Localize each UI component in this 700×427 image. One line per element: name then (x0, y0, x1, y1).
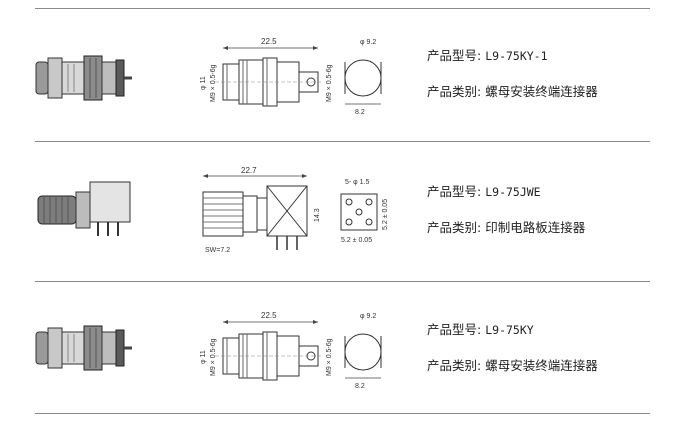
model-value-3: L9-75KY (485, 323, 534, 337)
product-info-3: 产品型号:L9-75KY 产品类别:螺母安装终端连接器 (427, 322, 598, 374)
product-photo-1 (28, 38, 138, 118)
product-row-2: 22.7 SW=7.2 14.3 5- φ 1.5 (0, 144, 700, 274)
technical-drawing-1: 22.5 φ 11 M9 × 0.5-6g M9 × 0.5-6g φ 9.2 (195, 32, 390, 127)
product-photo-3 (28, 308, 138, 388)
model-line-1: 产品型号:L9-75KY-1 (427, 48, 598, 64)
dim-thread-left-3: M9 × 0.5-6g (210, 338, 217, 376)
dim-thread-right-1: M9 × 0.5-6g (326, 64, 333, 102)
model-value-2: L9-75JWE (485, 185, 541, 199)
dim-dia-body-1: φ 11 (200, 76, 207, 90)
category-label-2: 产品类别: (427, 220, 482, 235)
dim-sw-2: SW=7.2 (205, 247, 230, 254)
technical-drawing-2: 22.7 SW=7.2 14.3 5- φ 1.5 (195, 164, 390, 259)
dim-pins-2: 5- φ 1.5 (345, 179, 369, 186)
divider-bottom (35, 413, 650, 414)
model-label-2: 产品型号: (427, 184, 482, 199)
category-line-2: 产品类别:印制电路板连接器 (427, 220, 585, 236)
divider-1 (35, 141, 650, 142)
model-value-1: L9-75KY-1 (485, 49, 548, 63)
dim-length-3: 22.5 (261, 311, 277, 320)
category-value-3: 螺母安装终端连接器 (485, 358, 598, 373)
model-label-1: 产品型号: (427, 48, 482, 63)
dim-thread-right-3: M9 × 0.5-6g (326, 338, 333, 376)
model-label-3: 产品型号: (427, 322, 482, 337)
product-row-3: 22.5 φ 11 M9 × 0.5-6g M9 × 0.5-6g φ 9.2 (0, 284, 700, 414)
dim-flat-3: 8.2 (355, 383, 365, 390)
category-label-1: 产品类别: (427, 84, 482, 99)
model-line-3: 产品型号:L9-75KY (427, 322, 598, 338)
technical-drawing-3: 22.5 φ 11 M9 × 0.5-6g M9 × 0.5-6g φ 9.2 (195, 306, 390, 401)
product-row-1: 22.5 φ 11 M9 × 0.5-6g M9 × 0.5-6g φ 9.2 (0, 10, 700, 140)
category-line-1: 产品类别:螺母安装终端连接器 (427, 84, 598, 100)
product-info-2: 产品型号:L9-75JWE 产品类别:印制电路板连接器 (427, 184, 585, 236)
category-value-2: 印制电路板连接器 (485, 220, 586, 235)
dim-thread-left-1: M9 × 0.5-6g (210, 64, 217, 102)
dim-pitch-y-2: 5.2 ± 0.05 (382, 199, 389, 230)
product-photo-2 (28, 170, 138, 250)
category-line-3: 产品类别:螺母安装终端连接器 (427, 358, 598, 374)
divider-2 (35, 281, 650, 282)
category-label-3: 产品类别: (427, 358, 482, 373)
dim-height-2: 14.3 (314, 208, 321, 222)
model-line-2: 产品型号:L9-75JWE (427, 184, 585, 200)
dim-dia-front-3: φ 9.2 (360, 313, 376, 320)
dim-length-2: 22.7 (241, 166, 257, 175)
dim-length-1: 22.5 (261, 37, 277, 46)
dim-dia-front-1: φ 9.2 (360, 39, 376, 46)
dim-pitch-x-2: 5.2 ± 0.05 (341, 237, 372, 244)
dim-flat-1: 8.2 (355, 109, 365, 116)
dim-dia-body-3: φ 11 (200, 350, 207, 364)
category-value-1: 螺母安装终端连接器 (485, 84, 598, 99)
product-info-1: 产品型号:L9-75KY-1 产品类别:螺母安装终端连接器 (427, 48, 598, 100)
divider-top (35, 8, 650, 9)
